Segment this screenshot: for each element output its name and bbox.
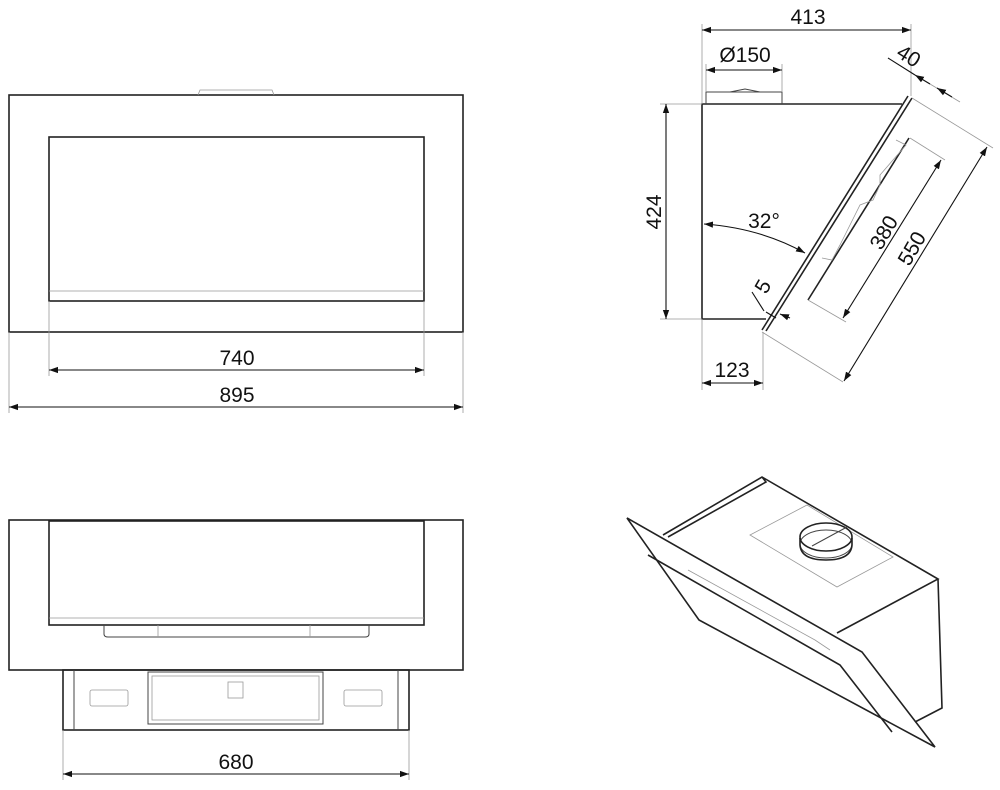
label-424: 424	[643, 194, 666, 229]
isometric-view	[626, 476, 943, 748]
label-40: 40	[892, 41, 924, 73]
label-413: 413	[790, 6, 825, 29]
dimension-550	[843, 146, 988, 382]
side-view: 413 Ø150 424 32° 5 123 380 550 40	[643, 6, 994, 390]
angle-arc	[703, 221, 806, 254]
label-123: 123	[714, 359, 749, 382]
label-380: 380	[866, 212, 903, 254]
label-895: 895	[219, 384, 254, 407]
bottom-view: 680	[8, 519, 464, 780]
label-550: 550	[894, 228, 931, 270]
label-740: 740	[219, 347, 254, 370]
label-diameter-150: Ø150	[719, 44, 770, 67]
label-5: 5	[750, 276, 776, 298]
front-view: 740 895	[8, 89, 464, 413]
label-angle: 32°	[748, 210, 780, 233]
label-680: 680	[218, 751, 253, 774]
